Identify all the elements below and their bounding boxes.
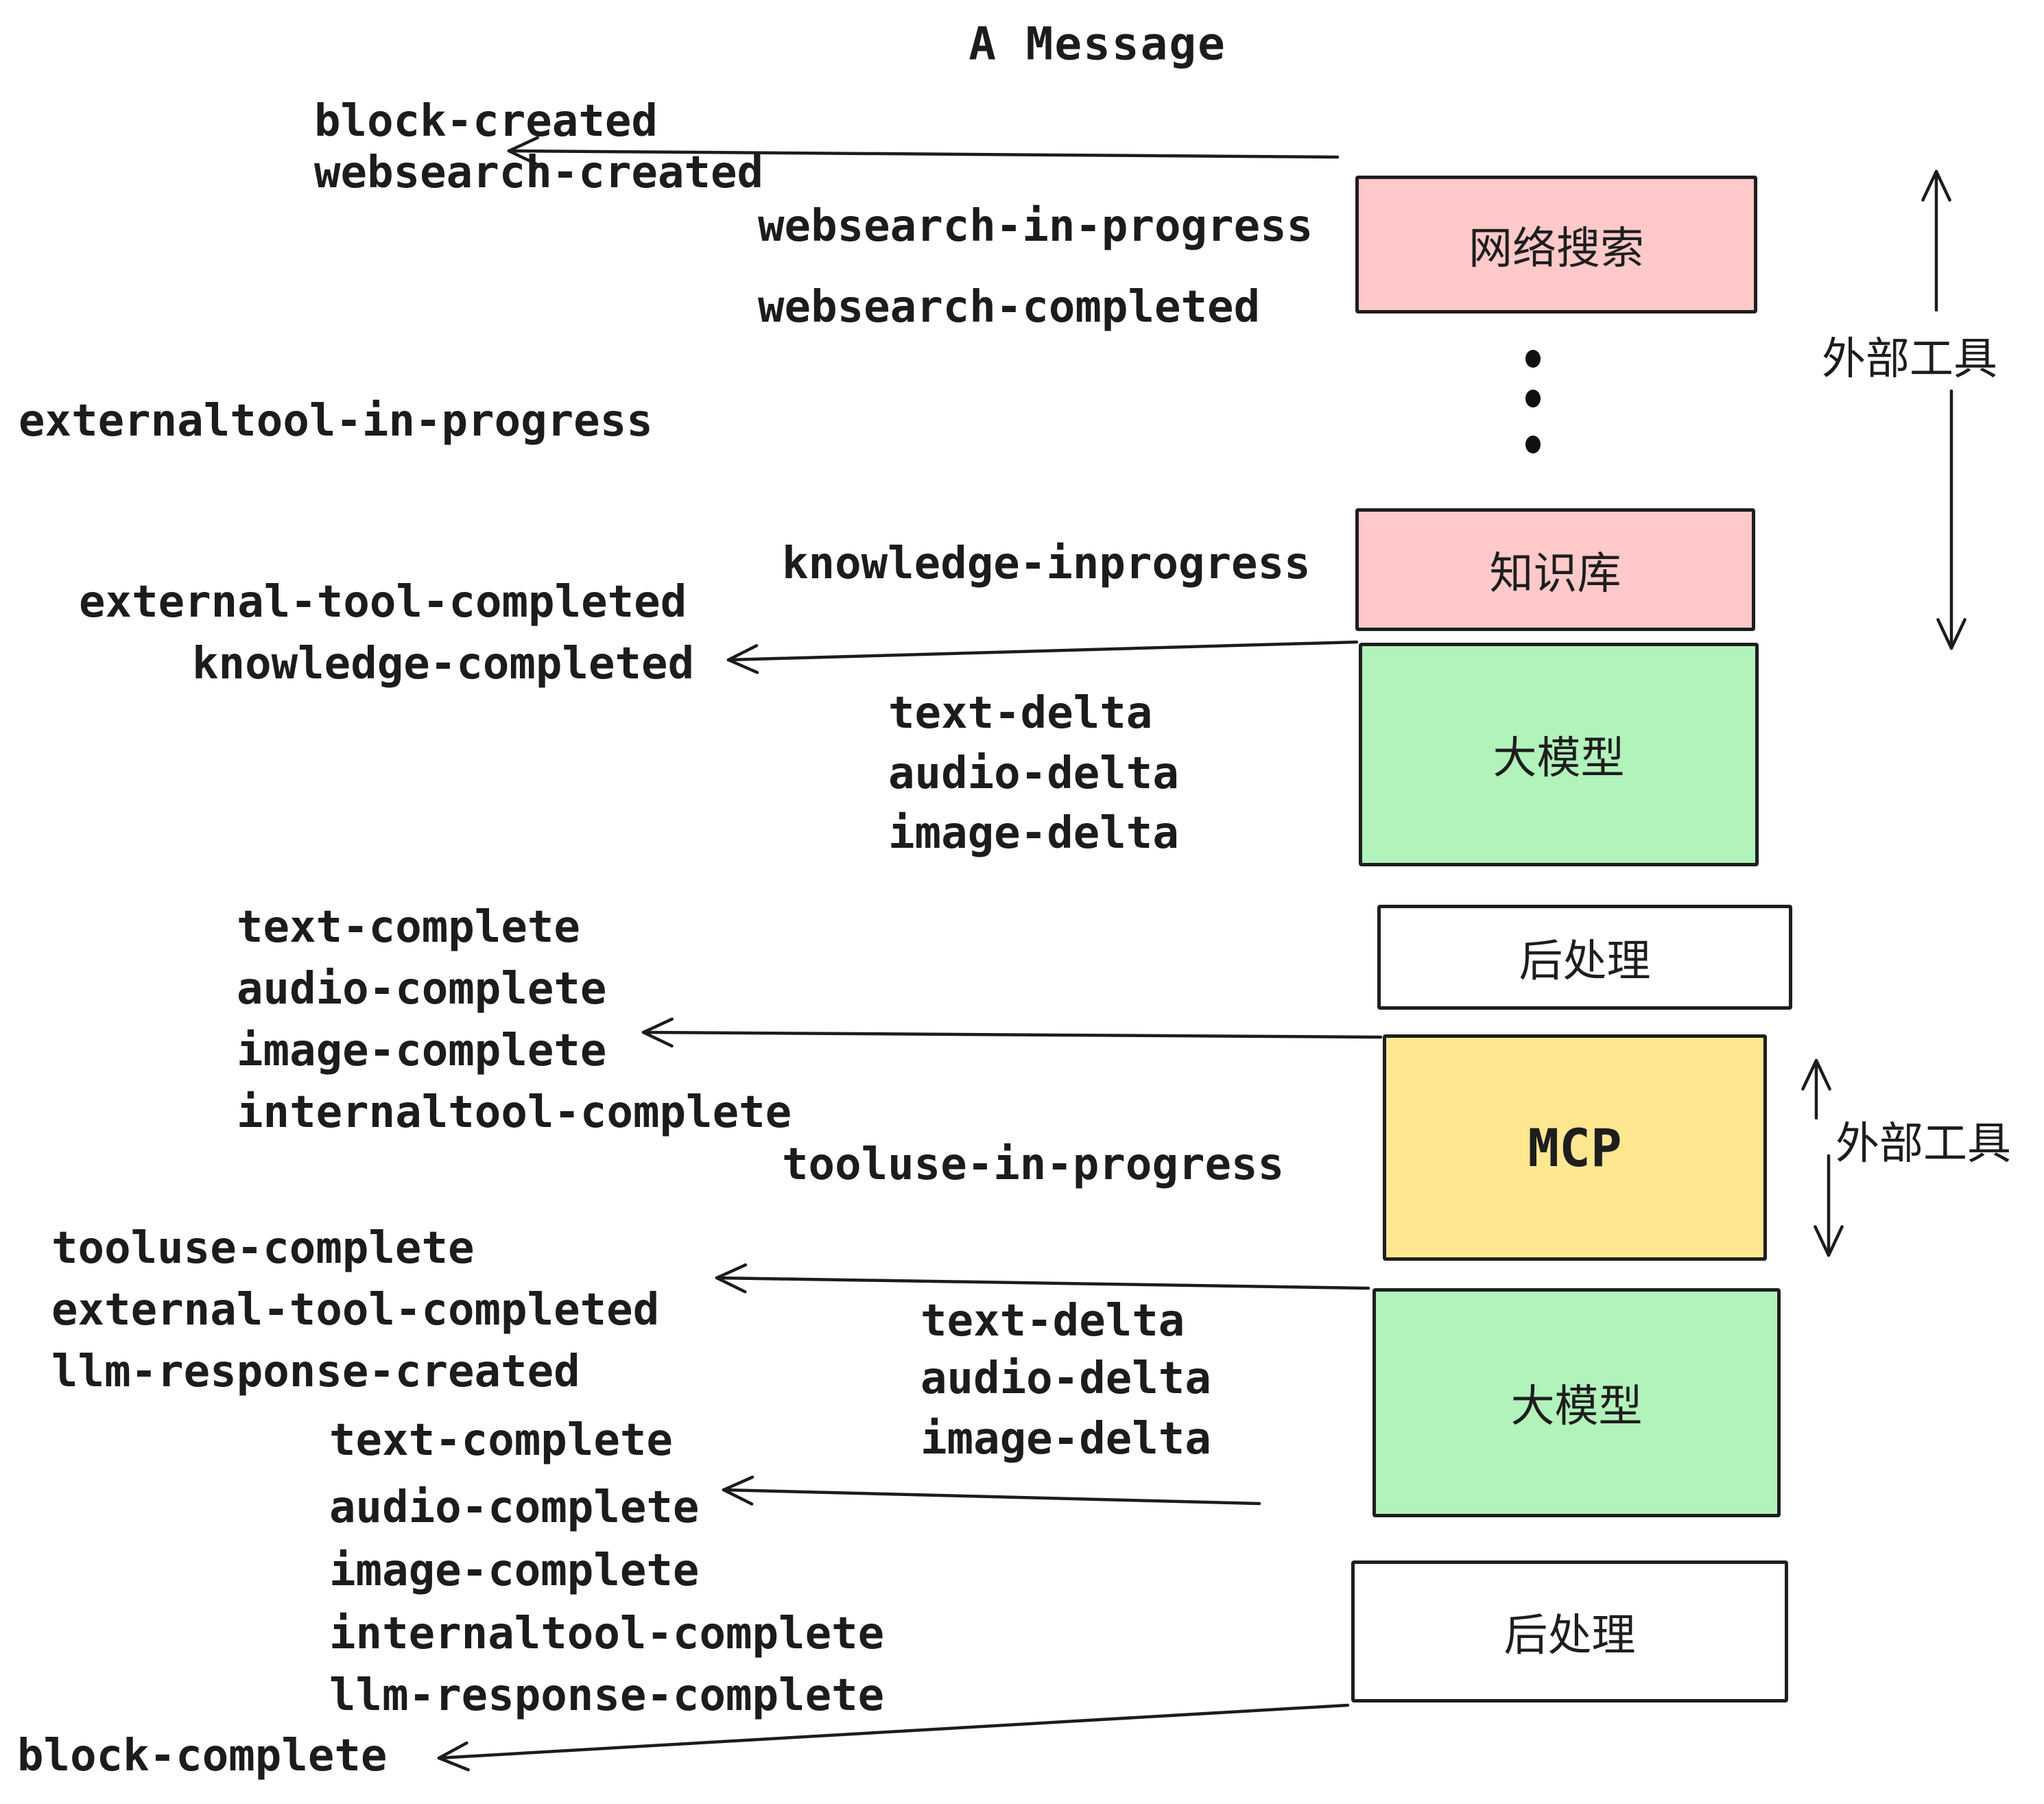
box-postproc-2-label: 后处理 bbox=[1504, 1610, 1636, 1661]
event-label-knowledge-inprogress: knowledge-inprogress bbox=[782, 538, 1311, 589]
event-label-tooluse-complete: tooluse-complete bbox=[51, 1223, 475, 1274]
event-label-text-delta: text-delta bbox=[920, 1296, 1185, 1346]
box-llm-1-label: 大模型 bbox=[1493, 733, 1625, 784]
box-llm-1: 大模型 bbox=[1359, 643, 1759, 866]
event-label-websearch-created: websearch-created bbox=[314, 147, 764, 198]
event-label-tooluse-in-progress: tooluse-in-progress bbox=[782, 1139, 1285, 1190]
box-postproc-1: 后处理 bbox=[1377, 905, 1792, 1010]
box-mcp-label: MCP bbox=[1528, 1117, 1622, 1178]
event-label-llm-response-complete: llm-response-complete bbox=[329, 1670, 885, 1721]
box-llm-2-label: 大模型 bbox=[1510, 1381, 1643, 1432]
event-label-external-tool-completed: external-tool-completed bbox=[51, 1285, 660, 1336]
event-label-image-delta: image-delta bbox=[920, 1414, 1211, 1464]
event-label-knowledge-completed: knowledge-completed bbox=[192, 639, 695, 689]
event-label-internaltool-complete: internaltool-complete bbox=[237, 1087, 792, 1138]
event-label-text-complete: text-complete bbox=[329, 1415, 673, 1466]
box-postproc-2: 后处理 bbox=[1351, 1560, 1788, 1702]
ellipsis-dot bbox=[1525, 390, 1541, 407]
event-label-audio-complete: audio-complete bbox=[329, 1482, 700, 1533]
event-label-text-complete: text-complete bbox=[237, 902, 580, 953]
event-label-websearch-in-progress: websearch-in-progress bbox=[758, 201, 1314, 252]
event-label-audio-complete: audio-complete bbox=[237, 964, 607, 1014]
diagram-title: A Message bbox=[968, 17, 1226, 71]
event-label-websearch-completed: websearch-completed bbox=[758, 282, 1261, 333]
box-knowledge: 知识库 bbox=[1355, 508, 1755, 631]
event-label-block-created: block-created bbox=[314, 96, 658, 147]
box-llm-2: 大模型 bbox=[1372, 1288, 1781, 1517]
event-label-image-complete: image-complete bbox=[237, 1025, 607, 1076]
event-label-audio-delta: audio-delta bbox=[888, 748, 1179, 799]
box-postproc-1-label: 后处理 bbox=[1519, 936, 1651, 987]
external-tools-label-top: 外部工具 bbox=[1822, 334, 1997, 385]
event-label-external-tool-completed: external-tool-completed bbox=[79, 577, 687, 628]
box-websearch-label: 网络搜索 bbox=[1469, 223, 1644, 274]
event-label-image-delta: image-delta bbox=[888, 808, 1179, 859]
event-label-internaltool-complete: internaltool-complete bbox=[329, 1609, 885, 1659]
event-label-audio-delta: audio-delta bbox=[920, 1353, 1211, 1404]
ellipsis-dot bbox=[1525, 350, 1541, 368]
event-label-text-delta: text-delta bbox=[888, 688, 1153, 739]
box-knowledge-label: 知识库 bbox=[1489, 548, 1621, 600]
box-websearch: 网络搜索 bbox=[1355, 176, 1757, 313]
box-mcp: MCP bbox=[1383, 1034, 1767, 1261]
event-label-image-complete: image-complete bbox=[329, 1545, 700, 1596]
event-label-externaltool-in-progress: externaltool-in-progress bbox=[19, 396, 653, 447]
event-label-llm-response-created: llm-response-created bbox=[51, 1346, 580, 1397]
ellipsis-dot bbox=[1525, 436, 1541, 453]
external-tools-label-mcp: 外部工具 bbox=[1835, 1119, 2011, 1170]
event-label-block-complete: block-complete bbox=[17, 1731, 388, 1781]
